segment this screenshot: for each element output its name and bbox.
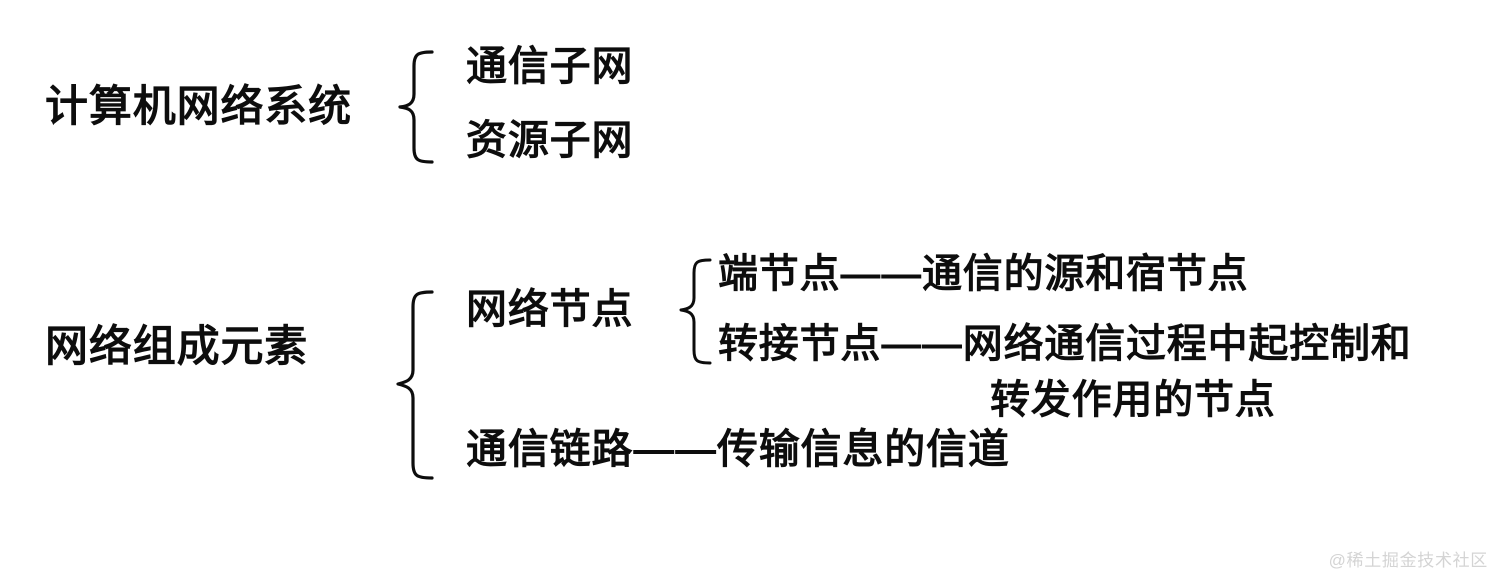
brace-network-node (670, 256, 712, 368)
leaf-relay-node-description-line1: 转接节点——网络通信过程中起控制和 (718, 322, 1412, 366)
leaf-end-node-description: 端节点——通信的源和宿节点 (718, 252, 1249, 296)
branch-communication-subnet: 通信子网 (466, 43, 634, 89)
root-node-network-elements: 网络组成元素 (45, 323, 309, 371)
branch-resource-subnet: 资源子网 (466, 117, 634, 163)
watermark-label: @稀土掘金技术社区 (1328, 551, 1488, 570)
leaf-relay-node-description-line2: 转发作用的节点 (990, 378, 1276, 422)
brace-network-elements (386, 288, 434, 482)
root-node-computer-network-system: 计算机网络系统 (45, 83, 353, 131)
branch-network-node: 网络节点 (466, 286, 634, 332)
brace-computer-network-system (388, 48, 434, 166)
leaf-communication-link-description: 通信链路——传输信息的信道 (466, 426, 1010, 472)
